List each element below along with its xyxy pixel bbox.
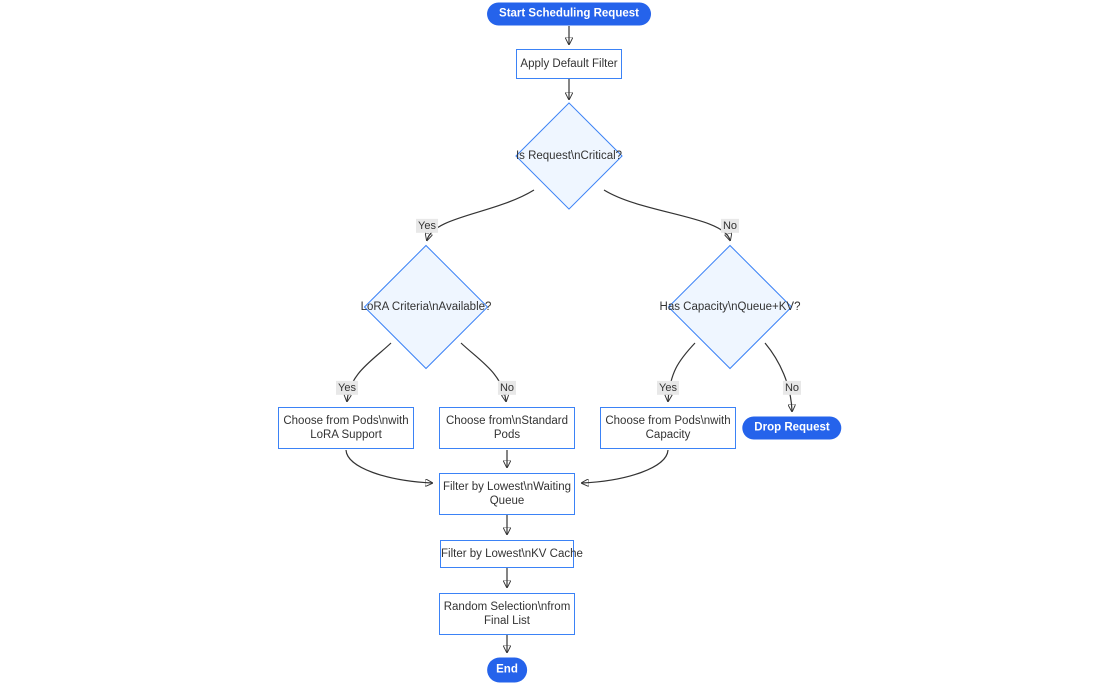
node-filter-queue: Filter by Lowest\nWaiting Queue <box>439 473 575 515</box>
node-apply-filter-label: Apply Default Filter <box>520 57 618 70</box>
edge-label-lora-no: No <box>497 380 517 396</box>
edge-is-critical-no <box>603 189 730 240</box>
node-start: Start Scheduling Request <box>487 2 651 26</box>
edge-choose-lora-to-filter-queue <box>345 449 432 483</box>
edge-label-capacity-no: No <box>782 380 802 396</box>
node-apply-filter: Apply Default Filter <box>516 49 622 79</box>
node-start-label: Start Scheduling Request <box>499 7 639 20</box>
node-drop-request-label: Drop Request <box>754 421 830 434</box>
node-random-selection-label: Random Selection\nfrom Final List <box>443 600 571 627</box>
edge-label-critical-no: No <box>720 218 740 234</box>
node-choose-standard: Choose from\nStandard Pods <box>439 407 575 449</box>
node-end: End <box>487 657 527 683</box>
edge-choose-capacity-to-filter-queue <box>582 449 669 483</box>
edge-label-capacity-yes: Yes <box>657 380 679 396</box>
node-drop-request: Drop Request <box>742 416 842 440</box>
node-choose-lora-label: Choose from Pods\nwith LoRA Support <box>283 414 409 441</box>
edge-label-critical-yes: Yes <box>416 218 438 234</box>
node-filter-kv-label: Filter by Lowest\nKV Cache <box>441 547 583 560</box>
edge-capacity-no <box>764 342 792 411</box>
edge-label-lora-yes: Yes <box>336 380 358 396</box>
node-filter-queue-label: Filter by Lowest\nWaiting Queue <box>442 480 572 507</box>
node-choose-capacity: Choose from Pods\nwith Capacity <box>600 407 736 449</box>
node-filter-kv: Filter by Lowest\nKV Cache <box>440 540 583 568</box>
decision-lora-available-label: LoRA Criteria\nAvailable? <box>360 301 492 313</box>
node-end-label: End <box>496 663 518 676</box>
node-choose-capacity-label: Choose from Pods\nwith Capacity <box>605 414 731 441</box>
node-choose-lora: Choose from Pods\nwith LoRA Support <box>278 407 414 449</box>
decision-is-critical-label: Is Request\nCritical? <box>515 150 623 162</box>
node-random-selection: Random Selection\nfrom Final List <box>439 593 575 635</box>
edge-is-critical-yes <box>427 189 535 240</box>
node-choose-standard-label: Choose from\nStandard Pods <box>445 414 569 441</box>
decision-has-capacity-label: Has Capacity\nQueue+KV? <box>659 301 801 313</box>
